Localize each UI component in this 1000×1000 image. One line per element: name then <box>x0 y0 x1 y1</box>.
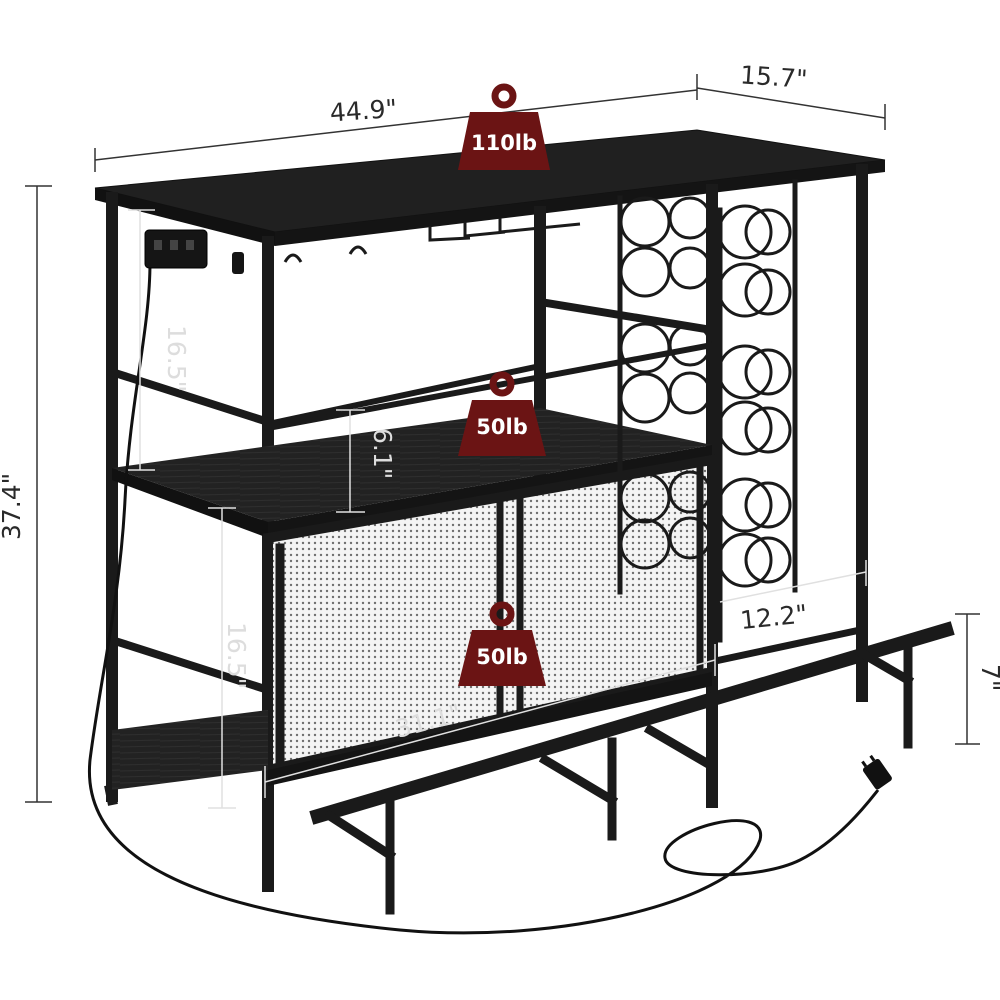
weight-badge-bottom: 50lb <box>458 601 546 686</box>
wine-rack <box>617 179 798 643</box>
plug-icon <box>861 754 892 790</box>
dimension-width-label: 44.9" <box>329 94 398 128</box>
dimension-bottom-shelf-gap-label: 16.5" <box>222 622 251 689</box>
weight-icon <box>458 601 546 686</box>
weight-badge-top: 110lb <box>458 83 550 170</box>
middle-shelf <box>112 408 712 522</box>
weight-badge-middle: 50lb <box>458 371 546 456</box>
dimension-footrest-height-label: 7" <box>976 664 1000 691</box>
weight-icon <box>458 371 546 456</box>
footrest <box>309 621 955 915</box>
dimension-inner-depth-label: 12.2" <box>739 599 809 635</box>
tabletop-edge <box>95 188 275 246</box>
power-cord <box>87 229 892 935</box>
dimension-lines <box>25 74 980 803</box>
dimension-glass-rack-gap-label: 6.1" <box>368 428 397 479</box>
dimension-top-shelf-gap-label: 16.5" <box>162 325 191 392</box>
cabinet <box>87 129 955 935</box>
weight-icon <box>458 83 550 170</box>
weight-top-label: 110lb <box>471 131 537 155</box>
inner-dimension-markers <box>128 209 867 809</box>
tabletop-front-edge <box>275 160 885 246</box>
bottom-shelf <box>112 710 268 790</box>
glass-holder <box>283 214 581 263</box>
weight-bottom-label: 50lb <box>476 645 527 669</box>
dimension-depth-label: 15.7" <box>739 60 808 94</box>
weight-middle-label: 50lb <box>476 415 527 439</box>
dimension-height-label: 37.4" <box>0 473 26 540</box>
